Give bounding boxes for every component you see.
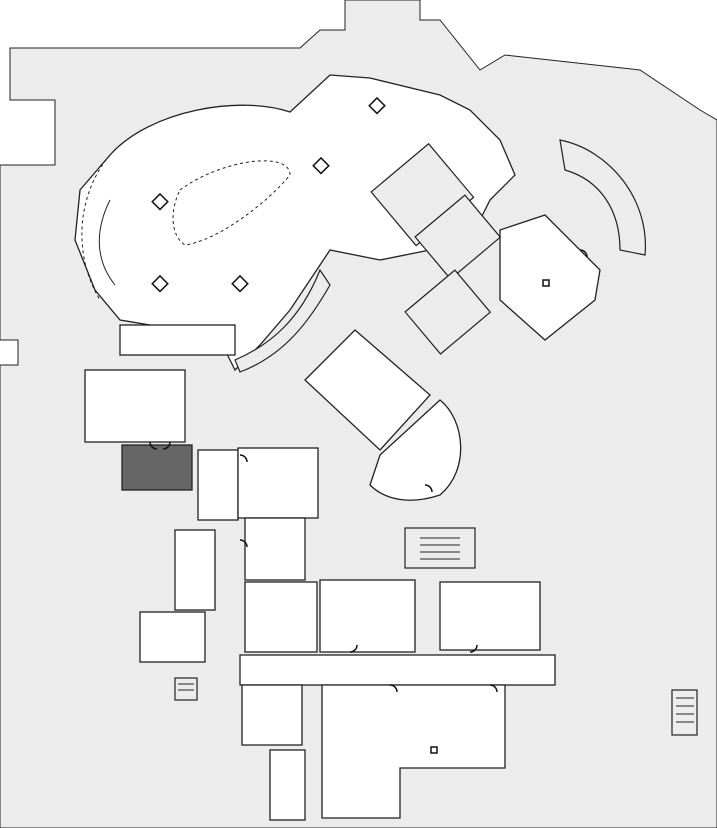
room-a: [237, 447, 319, 519]
room-f: [174, 529, 216, 611]
meeting-room-south: [369, 399, 462, 501]
door-swing-icon: [149, 249, 588, 693]
room-c: [244, 581, 318, 653]
entry-block: [119, 324, 236, 356]
column-icon: [542, 279, 550, 287]
curved-bench: [234, 268, 331, 373]
stair-icon: [174, 677, 198, 701]
stair-icon: [404, 527, 476, 569]
column-icon: [430, 746, 438, 754]
lobby-boundary: [81, 154, 111, 301]
curved-wall: [98, 199, 116, 286]
lobby-boundary: [172, 160, 291, 246]
room-d: [319, 579, 416, 653]
east-wing-room: [499, 214, 601, 341]
room-g: [139, 611, 206, 663]
east-auditorium: [559, 139, 646, 256]
room-e: [439, 581, 541, 651]
meeting-room-north: [304, 329, 431, 451]
corridor-west: [197, 449, 239, 521]
room-b: [244, 517, 306, 581]
room-h: [241, 684, 303, 746]
column-diamond-icon: [151, 96, 386, 293]
south-corridor: [239, 654, 556, 686]
room-i: [269, 749, 306, 821]
highlighted-room: [121, 444, 193, 491]
large-hall: [321, 684, 506, 819]
stair-icon: [671, 689, 698, 736]
west-room: [84, 369, 186, 443]
elevator-bank: [370, 142, 502, 355]
